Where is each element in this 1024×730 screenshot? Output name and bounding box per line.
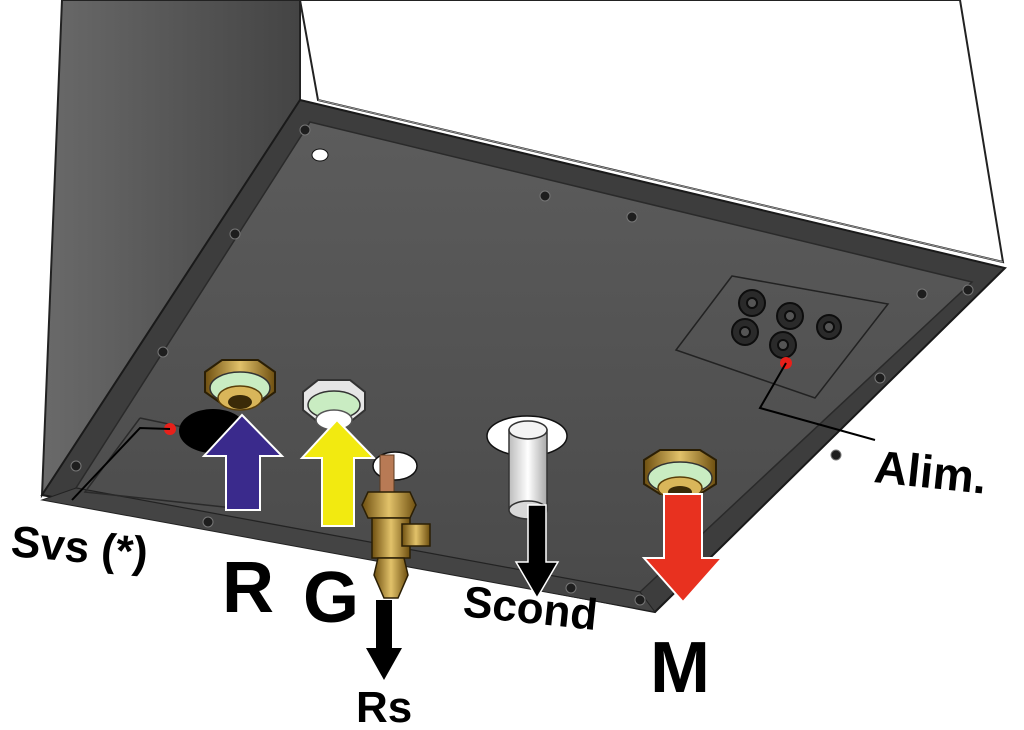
arrow-rs — [366, 600, 402, 680]
label-m: M — [650, 628, 710, 708]
label-g: G — [303, 558, 359, 638]
fitting-g — [302, 379, 366, 431]
arrow-g — [299, 418, 377, 527]
screw — [634, 594, 646, 606]
screw — [229, 228, 241, 240]
cabinet-edge-line — [317, 99, 1004, 263]
label-svs: Svs (*) — [9, 517, 150, 578]
cable-gland — [776, 302, 804, 330]
arrow-r — [201, 413, 285, 511]
screw — [202, 516, 214, 528]
cable-glands — [731, 289, 842, 359]
arrow-scond — [514, 504, 560, 600]
label-alim: Alim. — [872, 440, 989, 503]
valve-rs — [361, 451, 431, 599]
alim-leader-line — [758, 362, 876, 441]
alim-area-outline — [674, 275, 890, 399]
screw — [916, 288, 928, 300]
label-r: R — [222, 548, 274, 628]
label-rs: Rs — [356, 683, 412, 730]
cable-gland — [816, 314, 842, 340]
screw — [299, 124, 311, 136]
panel-screws — [70, 124, 974, 606]
vent-hole — [311, 148, 329, 162]
screw — [962, 284, 974, 296]
arrow-m — [641, 493, 725, 604]
screw — [565, 582, 577, 594]
screw — [830, 449, 842, 461]
screw — [539, 190, 551, 202]
fitting-m — [643, 449, 717, 500]
fitting-r — [204, 359, 276, 411]
screw — [70, 460, 82, 472]
cable-gland — [738, 289, 766, 317]
screw — [626, 211, 638, 223]
cable-gland — [769, 331, 797, 359]
cable-gland — [731, 318, 759, 346]
screw — [157, 346, 169, 358]
screw — [874, 372, 886, 384]
svs-leader-line — [71, 426, 171, 501]
bottom-panel-lip — [40, 487, 657, 613]
